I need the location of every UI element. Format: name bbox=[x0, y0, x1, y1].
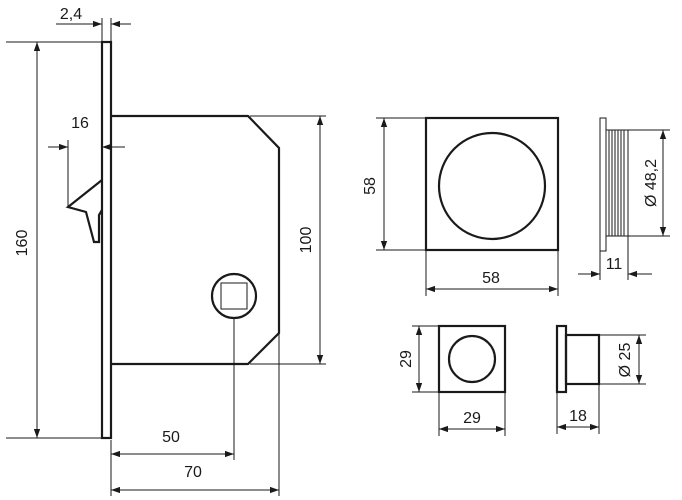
label-small-rose-depth: 18 bbox=[569, 408, 587, 425]
label-backset: 50 bbox=[162, 429, 180, 446]
dim-large-rose-diameter: Ø 48,2 bbox=[628, 129, 670, 237]
dim-small-rose-width: 29 bbox=[438, 392, 506, 436]
label-body-depth: 70 bbox=[184, 464, 202, 481]
dim-small-rose-height: 29 bbox=[398, 325, 439, 393]
dim-body-depth: 70 bbox=[111, 333, 280, 496]
lock-front-plate bbox=[100, 40, 113, 440]
lock-case bbox=[111, 114, 281, 366]
label-small-rose-width: 29 bbox=[463, 410, 481, 427]
label-hook-offset: 16 bbox=[71, 115, 89, 132]
dim-backset: 50 bbox=[110, 318, 235, 496]
small-rose-side bbox=[555, 324, 601, 394]
label-total-height: 160 bbox=[14, 230, 31, 257]
hook-latch bbox=[65, 179, 103, 244]
dim-body-height: 100 bbox=[250, 115, 326, 365]
spindle-square bbox=[210, 272, 258, 320]
dim-small-rose-depth: 18 bbox=[556, 384, 600, 434]
dim-large-rose-width: 58 bbox=[425, 250, 559, 296]
dim-large-rose-height: 58 bbox=[362, 117, 426, 251]
dim-total-height: 160 bbox=[6, 41, 102, 439]
label-small-rose-diameter: Ø 25 bbox=[617, 343, 634, 378]
label-large-rose-height: 58 bbox=[362, 177, 379, 195]
dim-large-rose-depth: 11 bbox=[578, 236, 652, 280]
label-large-rose-width: 58 bbox=[482, 270, 500, 287]
label-plate-thickness: 2,4 bbox=[60, 6, 82, 23]
small-rose-front bbox=[437, 324, 507, 394]
label-small-rose-height: 29 bbox=[398, 350, 415, 368]
dim-hook-offset: 16 bbox=[48, 115, 125, 207]
large-rose-side bbox=[599, 117, 629, 252]
dim-plate-thickness: 2,4 bbox=[56, 6, 131, 42]
large-rose-front bbox=[424, 116, 560, 252]
label-large-rose-depth: 11 bbox=[606, 256, 623, 273]
label-body-height: 100 bbox=[298, 227, 315, 254]
dim-small-rose-diameter: Ø 25 bbox=[599, 334, 646, 385]
label-large-rose-diameter: Ø 48,2 bbox=[643, 159, 660, 207]
